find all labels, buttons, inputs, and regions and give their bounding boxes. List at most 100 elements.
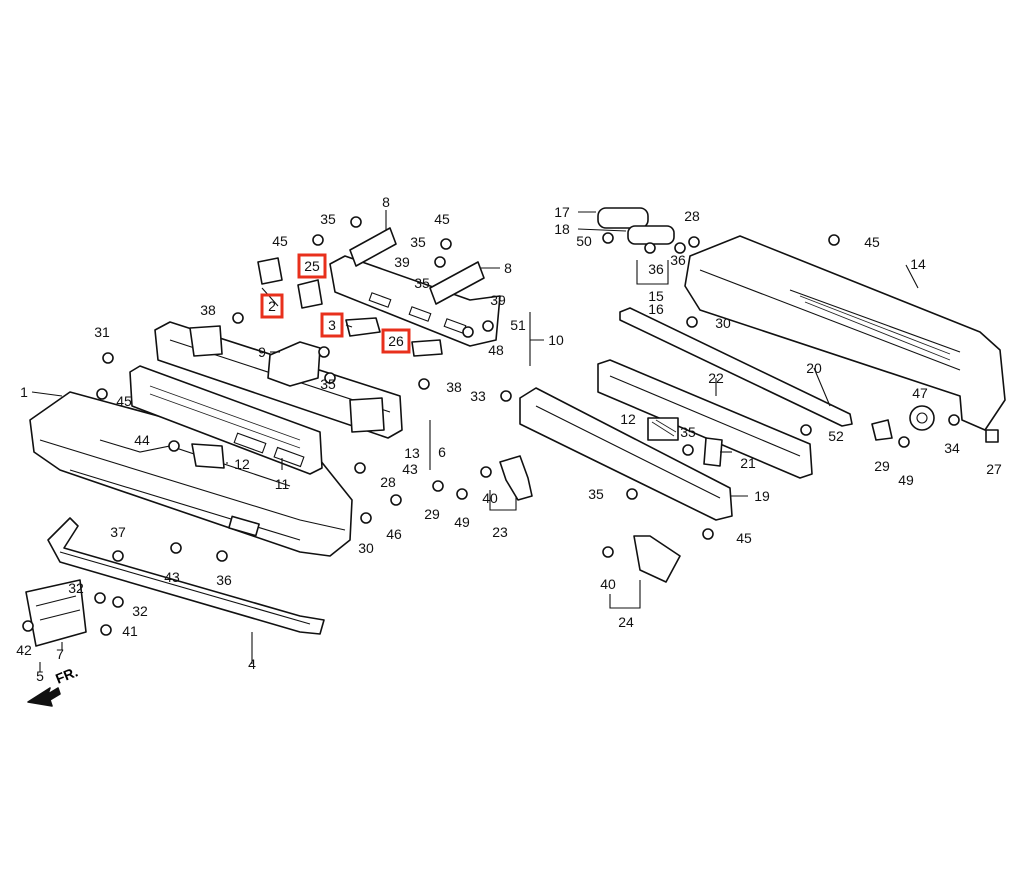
callout-number: 31: [94, 324, 110, 340]
callout-number: 24: [618, 614, 634, 630]
callout-44: 44: [134, 432, 150, 448]
callout-8: 8: [382, 194, 390, 210]
callout-number: 9: [258, 344, 266, 360]
fastener-marker: [94, 592, 106, 604]
callout-12: 12: [234, 456, 250, 472]
callout-10: 10: [548, 332, 564, 348]
front-side-marker-12: [191, 443, 225, 469]
clip-26: [411, 339, 443, 357]
callout-20: 20: [806, 360, 822, 376]
callout-32: 32: [68, 580, 84, 596]
callout-45: 45: [272, 233, 288, 249]
fastener-marker: [434, 256, 446, 268]
callout-number: 35: [320, 211, 336, 227]
callout-number: 17: [554, 204, 570, 220]
callout-14: 14: [910, 256, 926, 272]
callout-11: 11: [275, 476, 290, 492]
fastener-27: [985, 429, 999, 443]
fastener-marker: [898, 436, 910, 448]
callout-45: 45: [116, 393, 132, 409]
callout-number: 29: [424, 506, 440, 522]
rear-bumper-face: [684, 235, 1006, 431]
callout-number: 36: [216, 572, 232, 588]
rear-bracket-23: [499, 455, 533, 501]
callout-number: 21: [740, 455, 756, 471]
fastener-marker: [480, 466, 492, 478]
fastener-marker: [462, 326, 474, 338]
callout-1: 1: [20, 384, 28, 400]
callout-33: 33: [470, 388, 486, 404]
callout-45: 45: [864, 234, 880, 250]
callout-34: 34: [944, 440, 960, 456]
callout-number: 11: [275, 476, 290, 492]
fastener-marker: [22, 620, 34, 632]
callout-50: 50: [576, 233, 592, 249]
callout-26: 26: [381, 328, 411, 354]
callout-number: 36: [648, 261, 664, 277]
side-bracket-8-right: [429, 261, 485, 305]
rear-energy-absorber: [597, 359, 813, 479]
callout-28: 28: [380, 474, 396, 490]
callout-number: 12: [620, 411, 636, 427]
callout-37: 37: [110, 524, 126, 540]
callout-18: 18: [554, 221, 570, 237]
callout-9: 9: [258, 344, 266, 360]
callout-number: 18: [554, 221, 570, 237]
fastener-marker: [232, 312, 244, 324]
callout-number: 2: [268, 298, 276, 314]
callout-number: 48: [488, 342, 504, 358]
rear-clip-29: [871, 419, 893, 441]
fastener-marker: [324, 372, 336, 384]
rear-rail-20: [619, 307, 853, 427]
callout-number: 33: [470, 388, 486, 404]
callout-31: 31: [94, 324, 110, 340]
callout-43: 43: [164, 569, 180, 585]
fastener-marker: [686, 316, 698, 328]
callout-32: 32: [132, 603, 148, 619]
callout-number: 38: [446, 379, 462, 395]
callout-number: 16: [648, 301, 664, 317]
callout-number: 45: [272, 233, 288, 249]
clip-2: [257, 257, 283, 285]
callout-35: 35: [320, 211, 336, 227]
callout-number: 44: [134, 432, 150, 448]
front-lip-spoiler: [47, 517, 325, 635]
callout-number: 27: [986, 461, 1002, 477]
leader-lines: [31, 210, 919, 672]
highlight-box: [320, 312, 344, 338]
callout-21: 21: [740, 455, 756, 471]
callout-29: 29: [424, 506, 440, 522]
direction-label: FR.: [53, 663, 80, 686]
callout-28: 28: [684, 208, 700, 224]
callout-number: 28: [684, 208, 700, 224]
fastener-marker: [418, 378, 430, 390]
callout-number: 35: [414, 275, 430, 291]
fastener-marker: [360, 512, 372, 524]
callout-number: 40: [482, 490, 498, 506]
fastener-marker: [682, 444, 694, 456]
callout-number: 12: [234, 456, 250, 472]
callout-number: 30: [715, 315, 731, 331]
callout-number: 38: [200, 302, 216, 318]
callout-43: 43: [402, 461, 418, 477]
callout-47: 47: [912, 385, 928, 401]
fastener-marker: [500, 390, 512, 402]
callout-number: 30: [358, 540, 374, 556]
callout-46: 46: [386, 526, 402, 542]
fastener-marker: [216, 550, 228, 562]
fastener-marker: [100, 624, 112, 636]
fastener-marker: [800, 424, 812, 436]
callout-5: 5: [36, 668, 44, 684]
fastener-marker: [354, 462, 366, 474]
callout-36: 36: [216, 572, 232, 588]
fastener-marker: [688, 236, 700, 248]
callout-49: 49: [898, 472, 914, 488]
grommet-47: [909, 405, 935, 431]
callout-24: 24: [618, 614, 634, 630]
callout-number: 37: [110, 524, 126, 540]
callout-30: 30: [715, 315, 731, 331]
bracket-9: [267, 341, 321, 387]
callout-19: 19: [754, 488, 770, 504]
fastener-marker: [644, 242, 656, 254]
